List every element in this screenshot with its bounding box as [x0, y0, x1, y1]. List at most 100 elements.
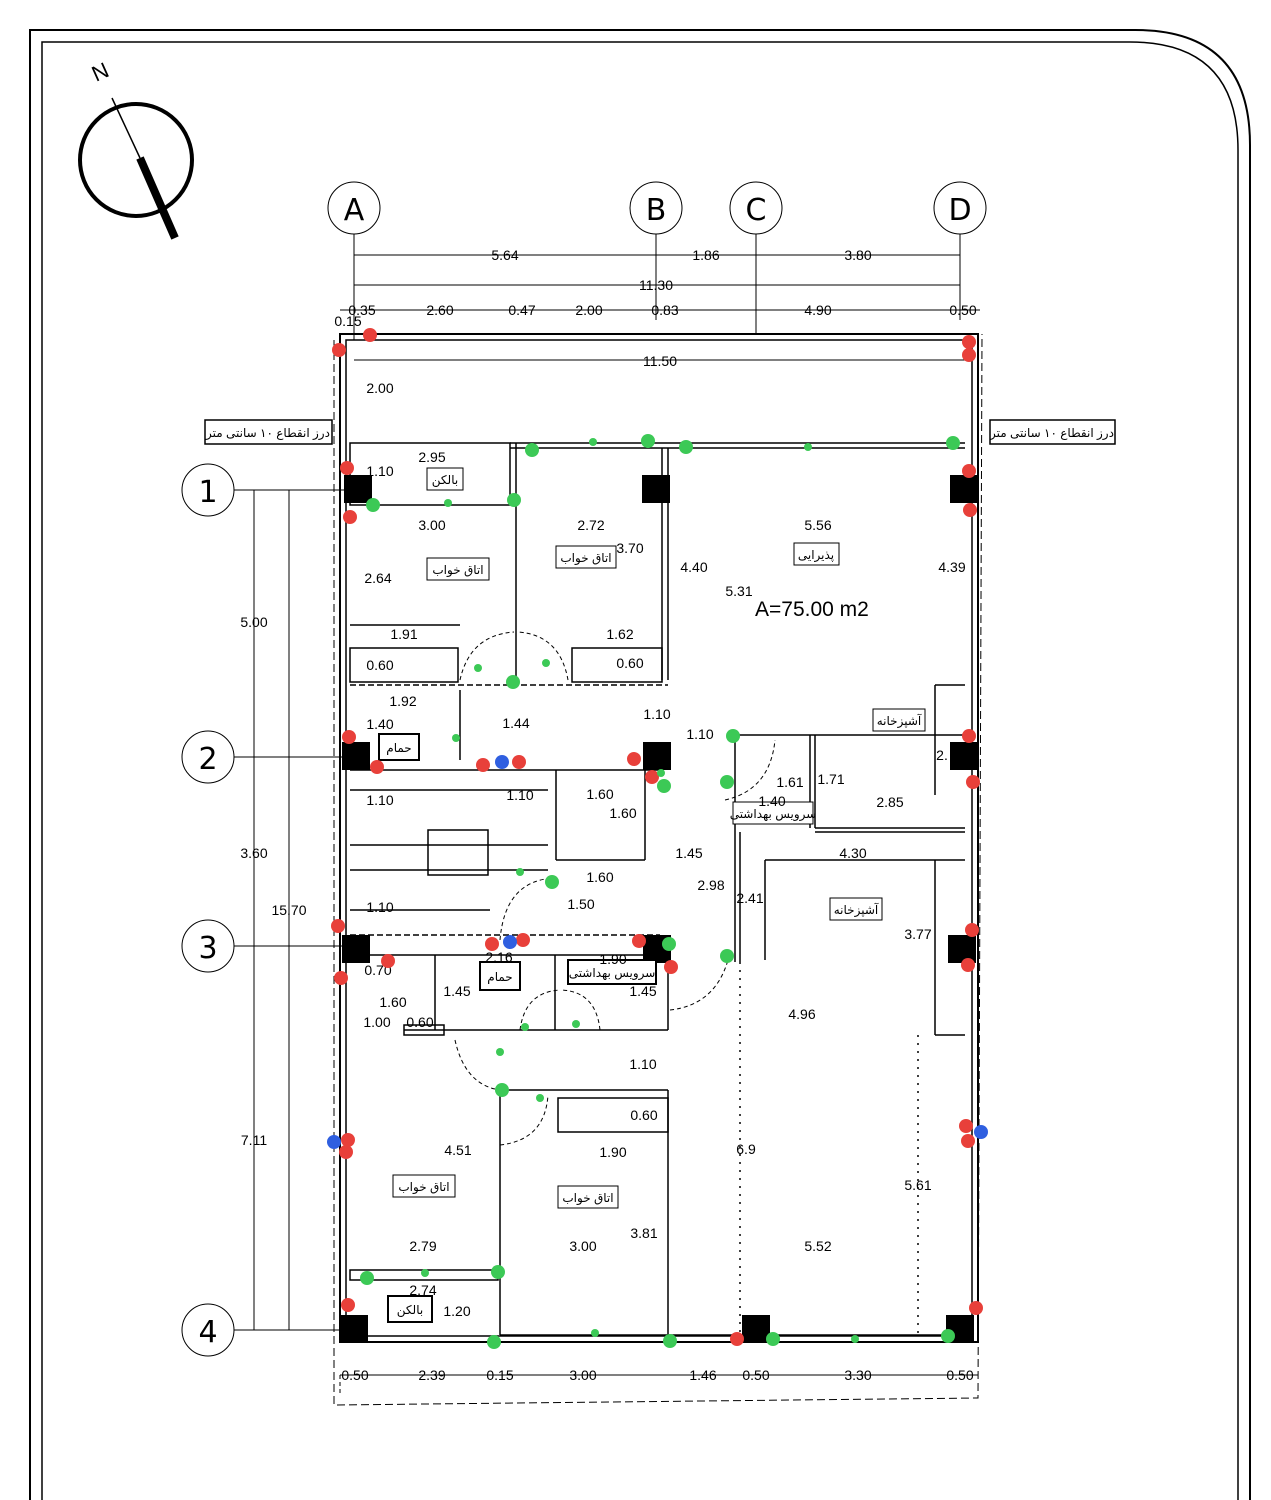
green-marker	[516, 868, 524, 876]
blue-marker	[974, 1125, 988, 1139]
green-marker	[851, 1335, 859, 1343]
column	[948, 935, 976, 963]
side-note-right: درز انقطاع ۱۰ سانتی متر	[989, 426, 1114, 441]
dim-interior: 2.74	[409, 1282, 436, 1298]
side-note-box-right	[989, 419, 1116, 445]
red-marker	[969, 1301, 983, 1315]
dim-interior: 5.52	[804, 1238, 831, 1254]
green-marker	[572, 1020, 580, 1028]
room-labels: بالکن اتاق خواب اتاق خواب پذیرایی آشپزخا…	[378, 467, 926, 1323]
red-marker	[962, 348, 976, 362]
room-balcony-top: بالکن	[432, 473, 458, 488]
dim-interior: 1.10	[366, 899, 393, 915]
dim-interior: 3.70	[616, 540, 643, 556]
red-marker	[342, 730, 356, 744]
north-label: N	[88, 57, 113, 86]
room-bedroom-top-left: اتاق خواب	[432, 563, 483, 578]
red-marker	[963, 503, 977, 517]
dim-interior: 1.10	[506, 787, 533, 803]
green-marker	[366, 498, 380, 512]
green-marker	[474, 664, 482, 672]
red-marker	[961, 1134, 975, 1148]
red-marker	[962, 729, 976, 743]
red-marker	[632, 934, 646, 948]
dim-top-2: 0.35	[348, 302, 375, 318]
dim-left: 3.60	[240, 845, 267, 861]
dim-left-total: 15.70	[271, 902, 306, 918]
dim-top-2: 0.47	[508, 302, 535, 318]
column	[342, 742, 370, 770]
green-marker	[525, 443, 539, 457]
door-swings	[454, 631, 776, 1146]
floor-area-label: A=75.00 m2	[755, 598, 869, 621]
dim-top-1: 1.86	[692, 247, 719, 263]
red-marker	[485, 937, 499, 951]
dim-interior: 4.96	[788, 1006, 815, 1022]
red-marker	[966, 775, 980, 789]
green-marker	[487, 1335, 501, 1349]
column	[342, 935, 370, 963]
column	[950, 742, 978, 770]
grid-rows	[181, 463, 345, 1357]
dim-interior: 1.10	[366, 463, 393, 479]
room-bedroom-top-mid: اتاق خواب	[560, 551, 611, 566]
dim-top-1: 5.64	[491, 247, 518, 263]
red-marker	[363, 328, 377, 342]
dim-interior: 3.00	[569, 1238, 596, 1254]
dim-top-2: 2.60	[426, 302, 453, 318]
dim-interior: 1.40	[758, 793, 785, 809]
side-note-left: درز انقطاع ۱۰ سانتی متر	[205, 426, 330, 441]
room-kitchen-bottom: آشپزخانه	[834, 902, 879, 918]
green-marker	[679, 440, 693, 454]
dim-interior: 1.40	[366, 716, 393, 732]
blue-marker	[503, 935, 517, 949]
blue-marker	[327, 1135, 341, 1149]
room-wc-bottom: سرویس بهداشتی	[569, 966, 656, 981]
grid-label-c: C	[746, 193, 767, 228]
dim-interior: 1.10	[686, 726, 713, 742]
dim-interior: 1.50	[567, 896, 594, 912]
red-marker	[959, 1119, 973, 1133]
green-marker	[589, 438, 597, 446]
room-kitchen-top: آشپزخانه	[877, 713, 922, 729]
dim-slab-width: 11.50	[643, 353, 677, 369]
dim-interior: 1.71	[817, 771, 844, 787]
red-marker	[645, 770, 659, 784]
dim-interior: 4.40	[680, 559, 707, 575]
green-marker	[491, 1265, 505, 1279]
dim-interior: 1.60	[379, 994, 406, 1010]
red-marker	[962, 464, 976, 478]
green-marker	[591, 1329, 599, 1337]
compass-needle	[136, 156, 179, 240]
dim-interior: 3.81	[630, 1225, 657, 1241]
dimension-texts: 5.64 1.86 3.80 11.30 0.35 0.15 2.60 0.47…	[240, 247, 976, 1383]
dim-interior: 1.60	[586, 786, 613, 802]
dim-left: 5.00	[240, 614, 267, 630]
dim-interior: 0.60	[366, 657, 393, 673]
dim-top-2: 0.83	[651, 302, 678, 318]
green-marker	[506, 675, 520, 689]
dim-interior: 1.10	[643, 706, 670, 722]
grid-label-b: B	[646, 193, 667, 228]
dim-interior: 2.16	[485, 949, 512, 965]
green-marker	[507, 493, 521, 507]
dim-bottom: 0.50	[946, 1367, 973, 1383]
dim-top-total: 11.30	[639, 277, 673, 293]
dim-interior: 1.45	[443, 983, 470, 999]
dim-interior: 0.60	[616, 655, 643, 671]
compass-circle	[78, 102, 194, 218]
dim-interior: 1.92	[389, 693, 416, 709]
dim-top-2: 0.50	[949, 302, 976, 318]
room-bath-bottom: حمام	[487, 970, 512, 984]
red-marker	[730, 1332, 744, 1346]
red-marker	[516, 933, 530, 947]
grid-label-a: A	[344, 193, 365, 228]
green-marker	[766, 1332, 780, 1346]
dim-interior: 1.61	[776, 774, 803, 790]
green-marker	[662, 937, 676, 951]
green-marker	[663, 1334, 677, 1348]
red-marker	[341, 1133, 355, 1147]
dim-interior: 3.00	[418, 517, 445, 533]
green-marker	[421, 1269, 429, 1277]
